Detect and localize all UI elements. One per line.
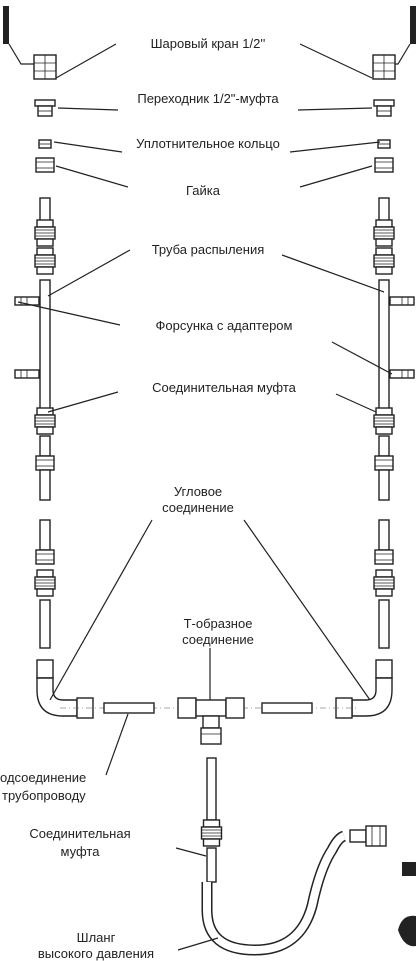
coupling-right-1 xyxy=(373,219,395,247)
nut-left-3 xyxy=(35,549,55,565)
label-o-ring: Уплотнительное кольцо xyxy=(136,136,280,151)
coupling-left-3 xyxy=(34,407,56,435)
coupling-right-4 xyxy=(373,569,395,597)
label-tee-1: Т-образное xyxy=(184,616,253,631)
label-pipeline-1: одсоединение xyxy=(0,770,86,785)
elbow-right xyxy=(335,659,393,719)
coupling-right-2 xyxy=(373,247,395,275)
label-nut: Гайка xyxy=(186,183,221,198)
label-elbow-2: соединение xyxy=(162,500,234,515)
nut-right-3 xyxy=(374,549,394,565)
nozzle-right-2 xyxy=(389,369,415,379)
ball-valve-right xyxy=(372,54,396,80)
label-adapter: Переходник 1/2"-муфта xyxy=(137,91,279,106)
high-pressure-hose xyxy=(201,830,347,956)
adapter-left xyxy=(34,99,56,117)
nut-right xyxy=(374,157,394,173)
coupling-left-2 xyxy=(34,247,56,275)
hose-assembly xyxy=(200,757,416,956)
adapter-right xyxy=(373,99,395,117)
o-ring-right xyxy=(377,139,391,149)
spray-pipe-left xyxy=(39,279,51,421)
edge-part-2 xyxy=(398,915,416,947)
label-elbow-1: Угловое xyxy=(174,484,222,499)
label-hose-2: высокого давления xyxy=(38,946,154,961)
label-coupling2-1: Соединительная xyxy=(29,826,130,841)
valve-handle-left xyxy=(3,6,34,65)
ball-valve-left xyxy=(33,54,57,80)
leader-lines xyxy=(17,43,393,951)
label-nozzle: Форсунка с адаптером xyxy=(156,318,293,333)
label-coupling: Соединительная муфта xyxy=(152,380,297,395)
nozzle-left-2 xyxy=(14,369,40,379)
nozzle-right-1 xyxy=(389,296,415,306)
edge-part-1 xyxy=(402,862,416,876)
tee-fitting xyxy=(177,697,245,745)
coupling-bottom xyxy=(200,819,223,847)
nut-right-2 xyxy=(374,455,394,471)
pipeline-connection xyxy=(206,757,217,821)
hose-end-fitting xyxy=(349,825,387,847)
valve-handle-right xyxy=(395,6,416,65)
o-ring-left xyxy=(38,139,52,149)
coupling-left-1 xyxy=(34,219,56,247)
nut-left-2 xyxy=(35,455,55,471)
label-tee-2: соединение xyxy=(182,632,254,647)
pipe-segment-bottom-right xyxy=(261,702,313,714)
elbow-left xyxy=(36,659,94,719)
nut-left xyxy=(35,157,55,173)
label-spray-pipe: Труба распыления xyxy=(152,242,265,257)
bottom-horizontal-line xyxy=(60,697,356,745)
left-column-assembly xyxy=(3,6,94,719)
right-column-assembly xyxy=(335,6,416,719)
label-hose-1: Шланг xyxy=(77,930,116,945)
pipe-segment-bottom-left xyxy=(103,702,155,714)
label-coupling2-2: муфта xyxy=(61,844,101,859)
coupling-left-4 xyxy=(34,569,56,597)
label-pipeline-2: трубопроводу xyxy=(2,788,86,803)
coupling-right-3 xyxy=(373,407,395,435)
label-ball-valve: Шаровый кран 1/2'' xyxy=(151,36,266,51)
spray-pipe-right xyxy=(378,279,390,421)
